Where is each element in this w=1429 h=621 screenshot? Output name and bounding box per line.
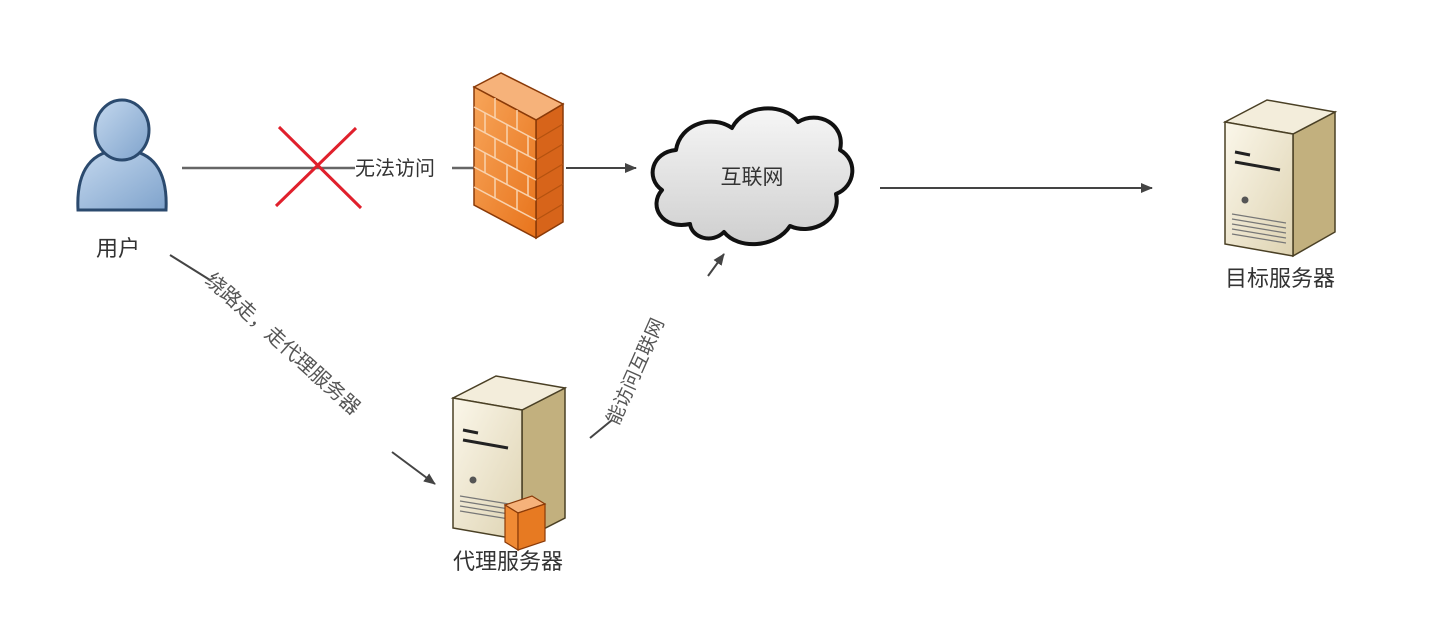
user-icon [76, 98, 168, 212]
proxy-access-line-start [589, 419, 613, 439]
target-server-label: 目标服务器 [1225, 267, 1335, 292]
internet-label: 互联网 [721, 165, 784, 189]
detour-line-start [169, 254, 211, 281]
user-label: 用户 [96, 237, 140, 262]
proxy-access-label: 能访问互联网 [602, 315, 668, 428]
detour-label: 绕路走，走代理服务器 [201, 268, 366, 420]
internet-cloud-icon [650, 106, 855, 247]
firewall-icon [472, 72, 565, 240]
target-server-icon [1222, 99, 1338, 258]
blocked-cross-icon [274, 125, 363, 210]
proxy-server-label: 代理服务器 [453, 550, 563, 575]
proxy-access-arrow [707, 253, 725, 277]
proxy-server-icon [450, 375, 568, 552]
detour-arrow [391, 451, 436, 485]
blocked-label: 无法访问 [355, 156, 435, 180]
